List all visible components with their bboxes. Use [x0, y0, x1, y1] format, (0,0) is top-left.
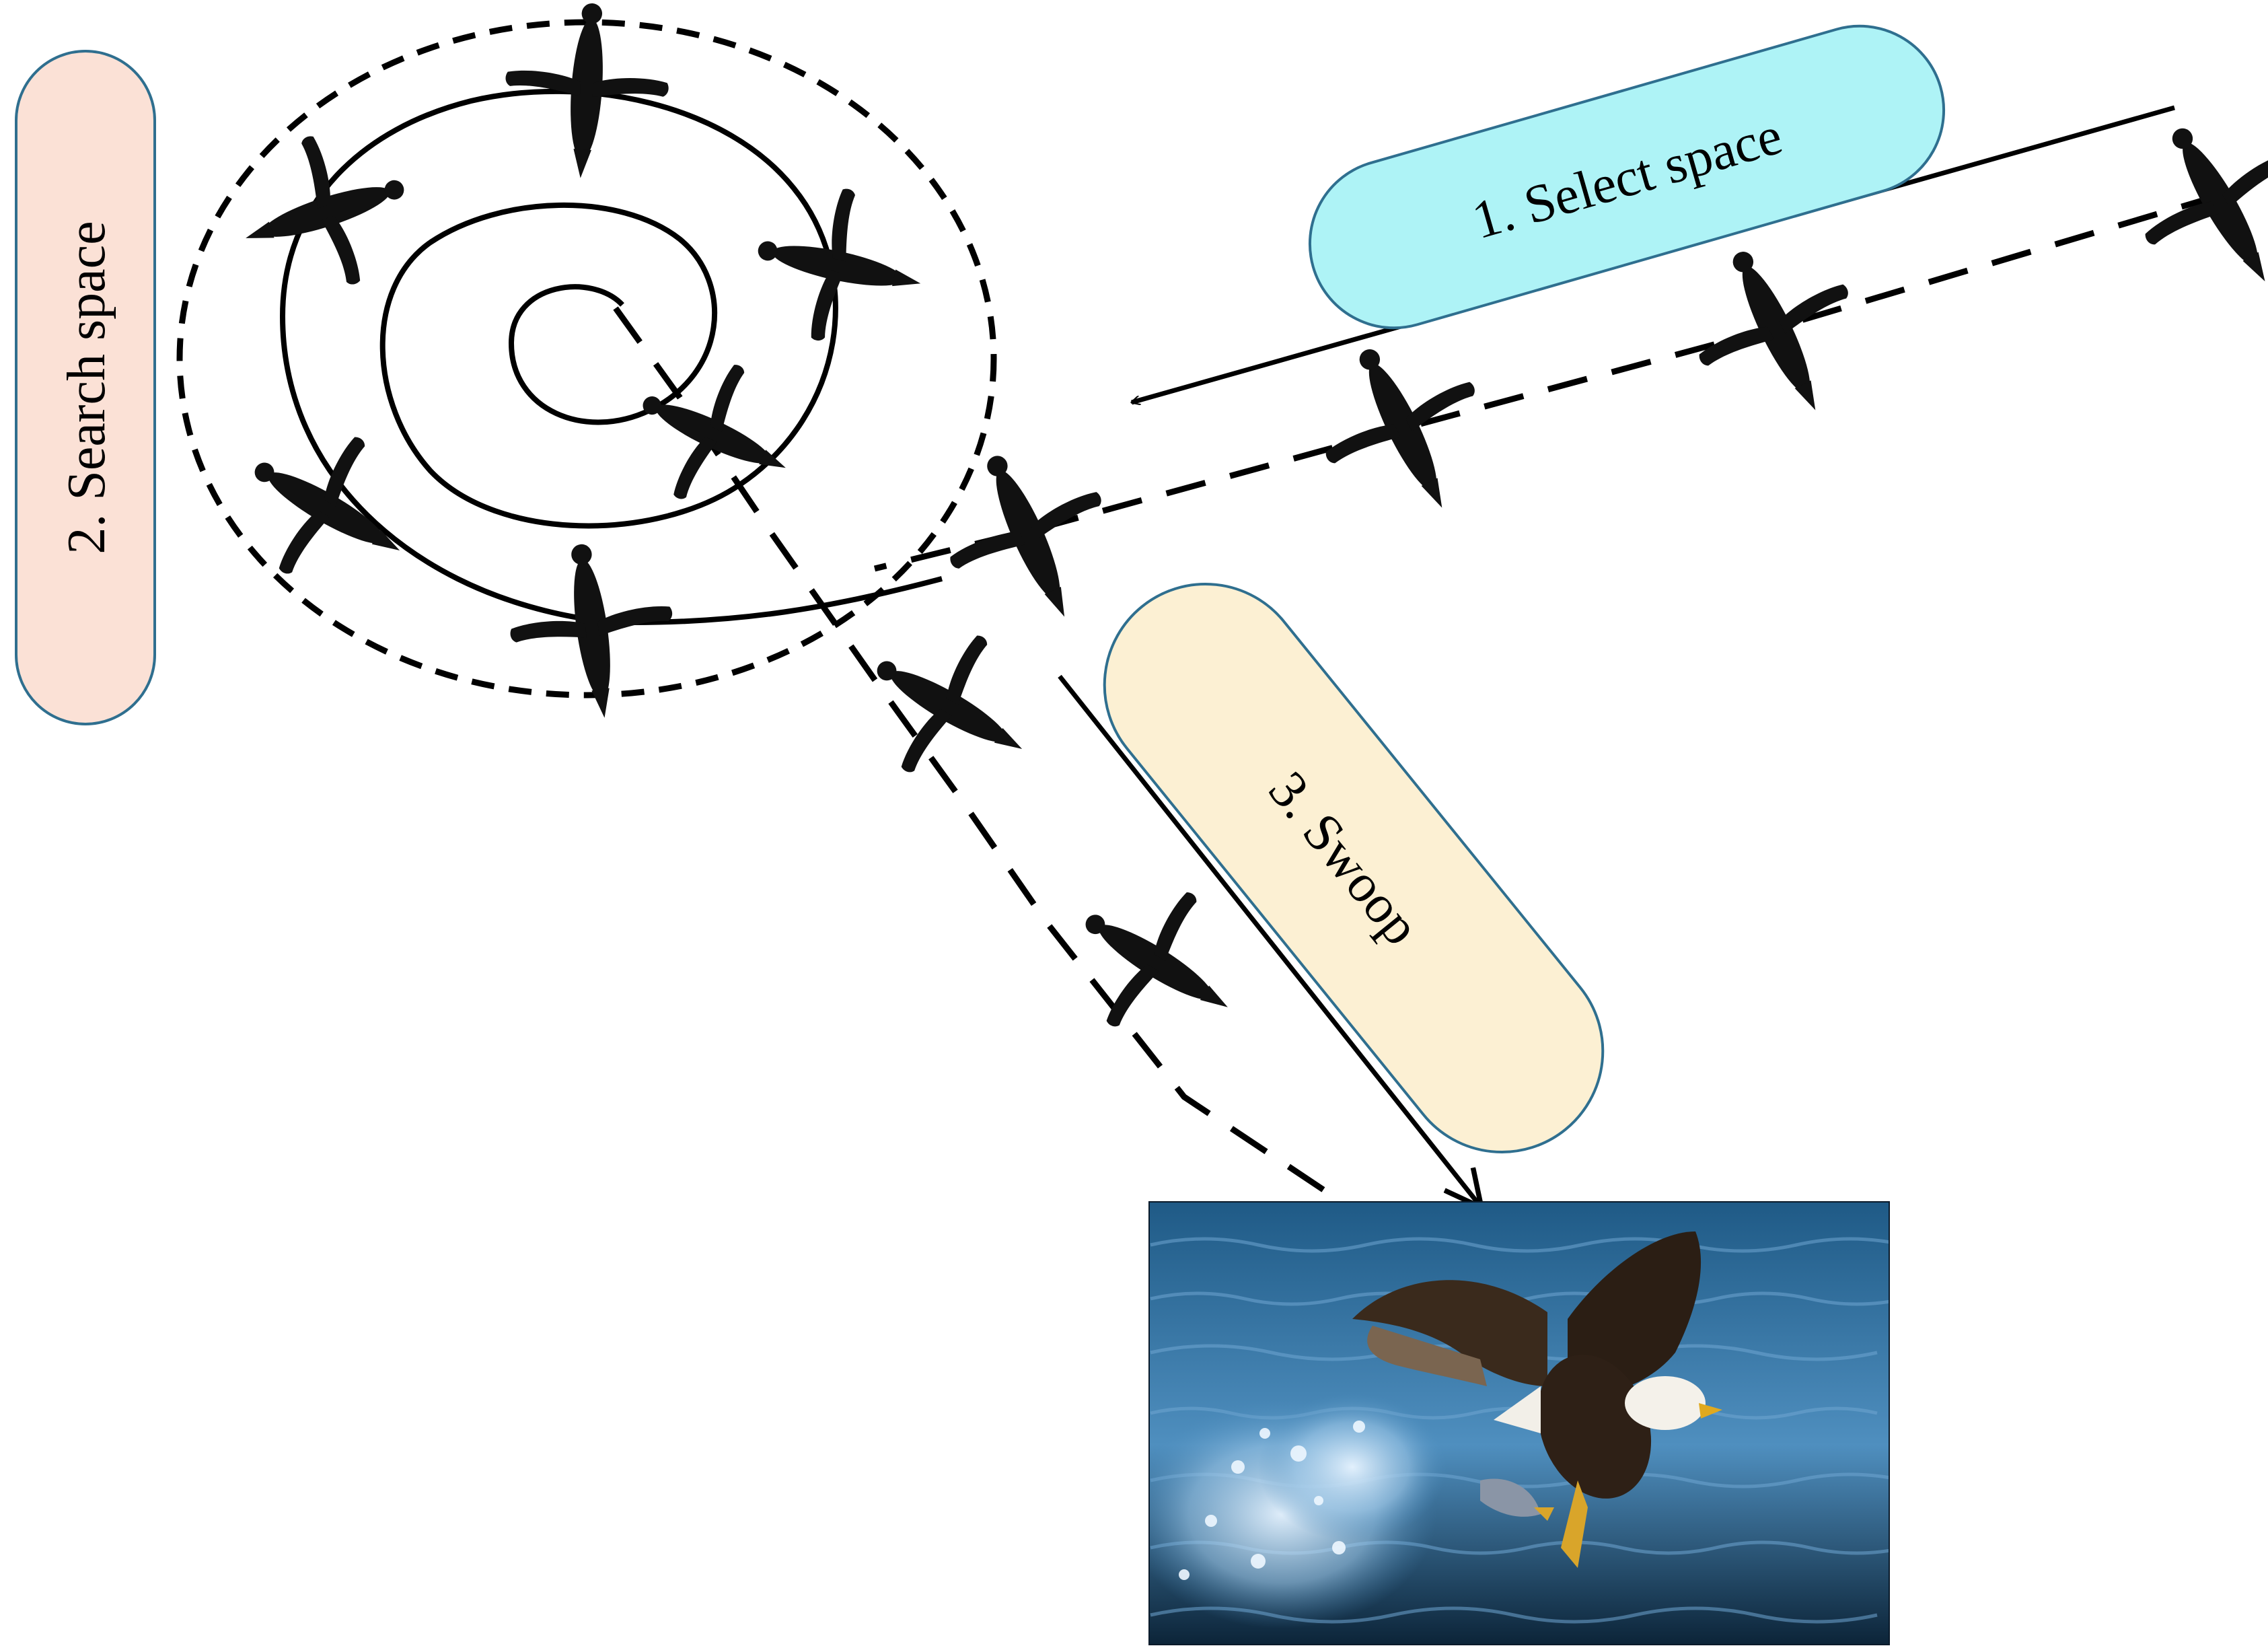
swoop-label: 3. Swoop: [1103, 582, 1605, 1154]
flying-bird-icon: [918, 423, 1139, 650]
flying-bird-icon: [499, 533, 686, 729]
flying-bird-icon: [612, 335, 817, 534]
flying-bird-icon: [742, 173, 937, 359]
eagle-photo-frame: [1148, 1201, 1890, 1645]
flying-bird-icon: [1046, 853, 1269, 1073]
swoop-arrow: [1058, 674, 1480, 1206]
eagle-photo: [1149, 1202, 1889, 1645]
search-space-text: 2. Search space: [57, 221, 116, 554]
flying-bird-icon: [1665, 217, 1889, 446]
search-spiral-path: [279, 88, 943, 626]
search-space-label: 2. Search space: [15, 50, 156, 725]
select-space-label: 1. Select space: [1308, 24, 1946, 330]
